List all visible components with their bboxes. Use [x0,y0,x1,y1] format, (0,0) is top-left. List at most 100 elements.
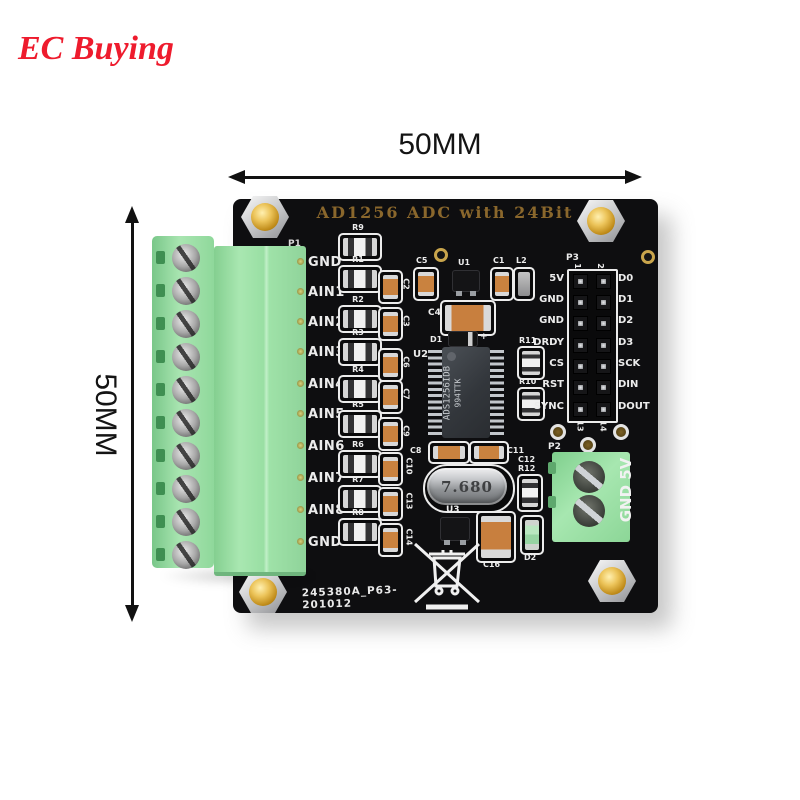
transistor-u3 [440,517,470,545]
header-pin [596,380,611,395]
p3-right-label: SCK [618,358,641,369]
c4-label: C4 [428,308,441,318]
terminal-screw [172,343,200,371]
resistor [338,265,382,293]
resistor [338,410,382,438]
terminal-slot [156,284,165,297]
resistor [338,375,382,403]
pin-dot [297,380,304,387]
cap-label: C13 [404,492,414,510]
p3-left-label: CS [549,358,564,369]
l2-label: L2 [516,256,527,265]
capacitor-c11 [469,441,509,464]
power-screw [573,461,605,493]
label-gnd-top: GND [308,255,342,270]
resistor [338,485,382,513]
ic-pins-right [489,350,504,438]
ic-pin1-dot [447,352,456,361]
header-pin [573,380,588,395]
capacitor [378,348,403,382]
pin-dot [297,348,304,355]
p3-left-label: GND [539,315,564,326]
resistor-label: R3 [352,328,364,337]
adc-chip [442,347,490,438]
ic-lot-code: 994TTK [453,378,463,408]
resistor-label: R1 [352,255,364,264]
c12-label: C12 [518,455,536,464]
pin-dot [297,258,304,265]
capacitor-c4 [440,300,496,336]
p3-left-label: DRDY [533,337,564,348]
c16-label: C16 [483,560,501,569]
label-ain5: AIN5 [308,407,345,422]
through-hole [550,424,566,440]
terminal-slot [156,482,165,495]
resistor-r10 [517,387,545,421]
terminal-slot [156,383,165,396]
power-screw [573,495,605,527]
terminal-screw [172,277,200,305]
screw-bottom-left [249,578,277,606]
c11-label: C11 [507,446,525,455]
header-pin [573,359,588,374]
via [641,250,655,264]
via [434,248,448,262]
label-ain7: AIN7 [308,471,345,486]
capacitor [378,452,403,486]
inductor-l2 [513,267,535,301]
header-pin [596,402,611,417]
board-title: AD1256 ADC with 24Bit [316,203,574,222]
screw-top-right [587,207,615,235]
resistor-label: R6 [352,440,364,449]
terminal-slot [156,515,165,528]
u1-label: U1 [458,258,471,267]
p3-left-label: SYNC [533,401,564,412]
arrow-right-head [625,170,642,184]
p3-right-label: D2 [618,315,634,326]
label-ain2: AIN2 [308,315,345,330]
u2-label: U2 [413,349,429,360]
led-d2 [520,515,544,555]
ic-part-number: ADS1256IDB [442,365,453,421]
resistor-label: R5 [352,400,364,409]
crystal-frequency: 7.680 [441,477,493,496]
screw-bottom-right [598,567,626,595]
resistor [338,338,382,366]
capacitor [378,487,403,521]
pin-dot [297,288,304,295]
p3-left-label: GND [539,294,564,305]
ic-pins-left [428,350,443,438]
pin-dot [297,538,304,545]
width-dimension-label: 50MM [398,128,482,161]
terminal-plug-body [214,246,306,576]
resistor-label: R7 [352,475,364,484]
r12-label: R12 [518,464,536,473]
terminal-notch [548,462,556,474]
capacitor [378,417,403,451]
header-pin [573,402,588,417]
screw-top-left [251,203,279,231]
cap-label: C10 [404,457,414,475]
terminal-screw [172,409,200,437]
seller-watermark: EC Buying [18,30,174,67]
header-pin [596,359,611,374]
resistor [338,233,382,261]
terminal-screw [172,244,200,272]
regulator-u1 [452,270,480,296]
d1-polarity: + [480,332,488,342]
resistor-r12 [517,474,543,512]
ic-marking: ADS1256IDB 994TTK [443,348,491,439]
height-dimension-label: 50MM [89,373,122,457]
terminal-notch [548,496,556,508]
pin-dot [297,442,304,449]
diode-d1 [448,331,478,347]
resistor [338,450,382,478]
capacitor [378,307,403,341]
capacitor [378,380,403,414]
header-pin [573,316,588,331]
header-pin [573,338,588,353]
header-pin [573,295,588,310]
p3-pin1-number: 1 [572,263,582,269]
p3-right-label: DOUT [618,401,650,412]
c8-label: C8 [410,446,422,455]
